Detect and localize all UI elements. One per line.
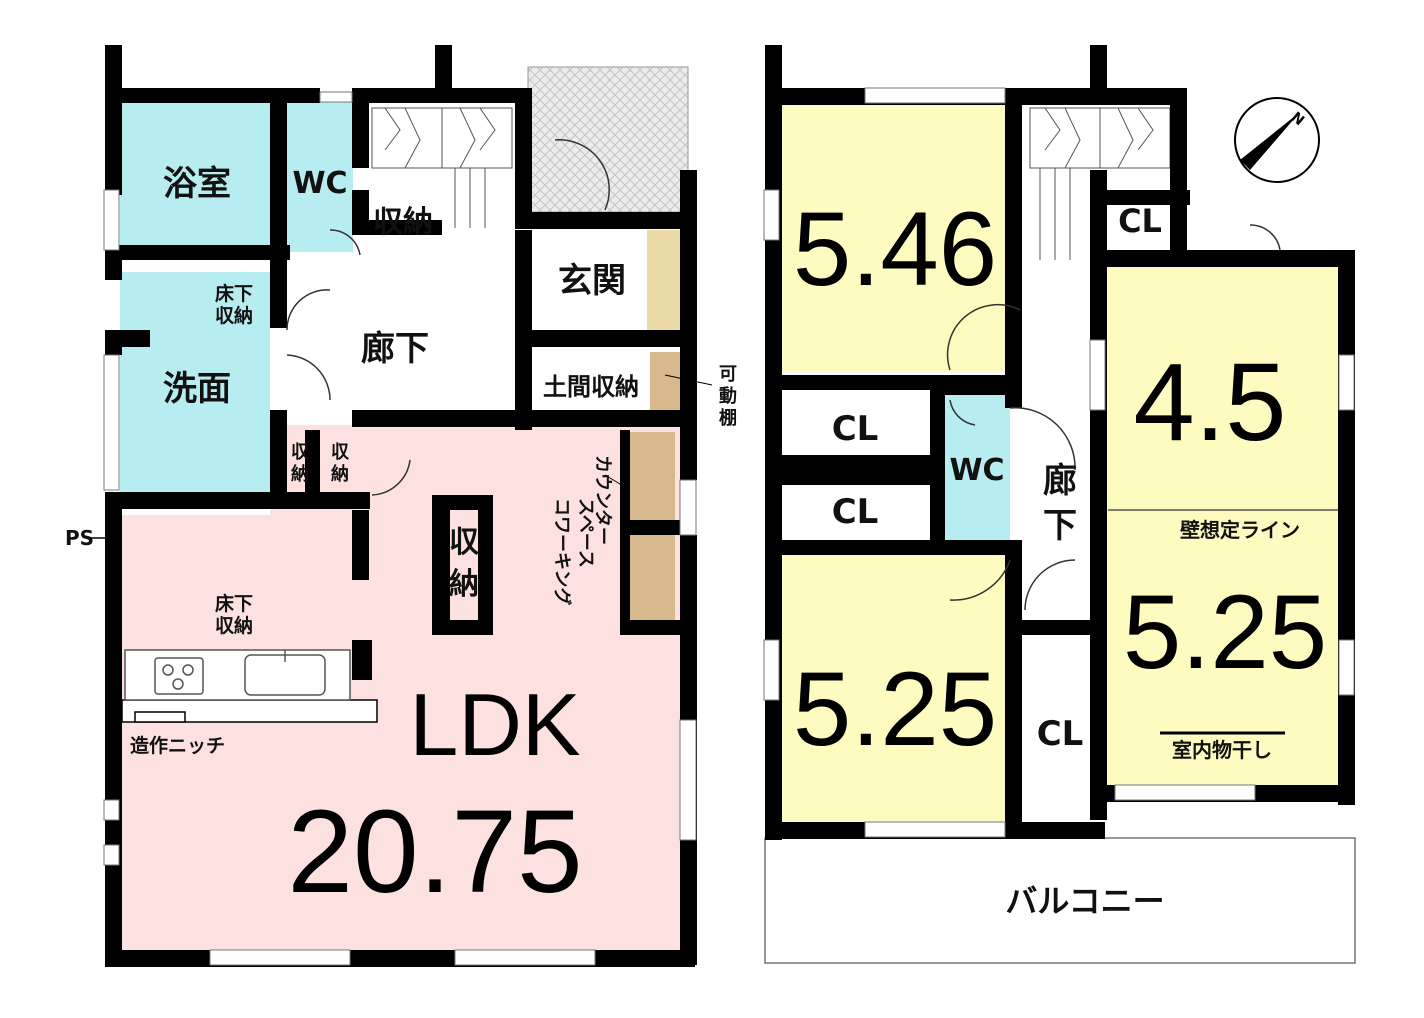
floor-2: N 5.46 CL CL WC 廊下 CL 4.5 壁想定ライン 5.25 5.…: [763, 45, 1356, 964]
room2-area: [1108, 265, 1338, 510]
room2-size: 4.5: [1134, 341, 1287, 464]
washroom-label: 洗面: [163, 369, 231, 409]
cl-label-2: CL: [832, 492, 879, 532]
storage-small-1: 収納: [291, 442, 310, 485]
balcony: [764, 837, 1356, 964]
cl-label-1: CL: [832, 409, 879, 449]
underfloor-a-line1: 床下: [215, 282, 253, 305]
storage-small-2: 収納: [331, 442, 350, 485]
porch: [527, 66, 689, 213]
shelf-board: [650, 352, 680, 414]
wall-line-label: 壁想定ライン: [1180, 518, 1300, 542]
floor-1: 浴室 WC 収納 玄関 床下収納 洗面 廊下 土間収納 可動棚 収納 収納 カウ…: [65, 45, 737, 967]
room4-size: 5.25: [1123, 574, 1327, 691]
niche-shelf: [134, 711, 186, 723]
ldk-size: 20.75: [287, 786, 582, 918]
coworking-label: コワーキングスペース: [551, 498, 596, 605]
washroom-area: [120, 272, 270, 492]
stairs-2f: [1029, 107, 1171, 260]
counter-leader: [604, 474, 631, 491]
ldk-area: [120, 515, 685, 962]
counter-label: カウンター: [592, 455, 613, 545]
bath-label: 浴室: [163, 164, 231, 204]
windows-2f: [763, 87, 1355, 838]
ldk-name: LDK: [409, 675, 580, 774]
entrance-board: [647, 230, 680, 330]
wc-area-1f: [287, 100, 353, 252]
cl-label-4: CL: [1037, 714, 1084, 754]
stairs-1f: [371, 107, 513, 228]
wc-area-2f: [945, 395, 1010, 540]
windows-1f: [103, 91, 697, 966]
genkan-label: 玄関: [558, 261, 626, 301]
room1-area: [780, 102, 1005, 372]
bath-area: [120, 100, 270, 252]
balcony-label: バルコニー: [1005, 882, 1164, 920]
storage-pillar-label: 収納: [449, 525, 480, 602]
hallway-label-1f: 廊下: [361, 329, 429, 369]
cl-label-3: CL: [1118, 202, 1162, 240]
wc-label-1f: WC: [292, 166, 347, 201]
underfloor-label-a: 床下収納: [215, 282, 253, 327]
room3-size: 5.25: [793, 651, 997, 768]
drying-label: 室内物干し: [1172, 738, 1272, 762]
doors-1f: [286, 139, 610, 496]
wc-label-2f: WC: [949, 453, 1004, 488]
room3-area: [780, 555, 1005, 825]
room4-area: [1108, 510, 1338, 800]
doma-storage-label: 土間収納: [543, 373, 639, 401]
room1-size: 5.46: [793, 191, 997, 308]
movable-shelf-leader: [664, 374, 713, 386]
counter-bottom: [623, 534, 675, 620]
doors-2f: [946, 224, 1281, 611]
hallway-label-2f: 廊下: [1043, 461, 1077, 546]
storage-label-top: 収納: [373, 205, 433, 240]
movable-shelf-label: 可動棚: [719, 364, 737, 429]
underfloor-a-line2: 収納: [215, 304, 253, 327]
underfloor-label-b: 床下収納: [215, 592, 253, 637]
compass-icon: N: [1234, 97, 1320, 183]
niche-label: 造作ニッチ: [130, 734, 225, 757]
ps-label: PS: [65, 526, 94, 550]
counter-top: [623, 432, 675, 520]
kitchen-counter: [124, 649, 351, 701]
